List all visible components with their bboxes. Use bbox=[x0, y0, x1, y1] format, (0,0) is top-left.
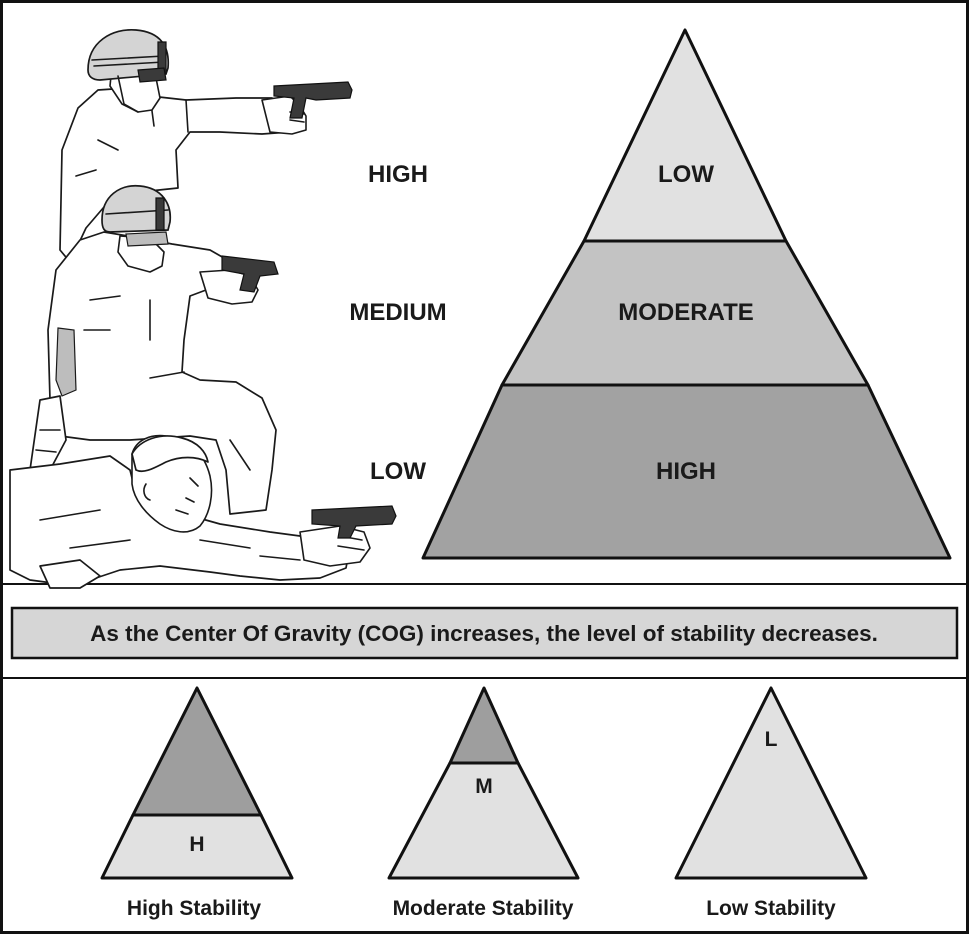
pyramid-bottom-label: HIGH bbox=[656, 458, 716, 485]
small-triangle-moderate: M bbox=[387, 686, 580, 880]
prone-soldier bbox=[9, 434, 397, 589]
caption-low-stability: Low Stability bbox=[706, 897, 836, 920]
small-triangle-high-letter: H bbox=[189, 833, 204, 856]
caption-moderate-stability: Moderate Stability bbox=[393, 897, 574, 920]
standing-soldier bbox=[59, 29, 353, 263]
small-triangle-low: L bbox=[674, 686, 868, 880]
small-triangle-high: H bbox=[100, 686, 294, 880]
caption-high-stability: High Stability bbox=[127, 897, 261, 920]
small-triangle-moderate-cog bbox=[448, 686, 520, 765]
small-triangle-moderate-letter: M bbox=[475, 775, 493, 798]
banner-text: As the Center Of Gravity (COG) increases… bbox=[90, 621, 878, 646]
height-label-high: HIGH bbox=[368, 161, 428, 188]
pyramid-top-label: LOW bbox=[658, 161, 714, 188]
height-label-low: LOW bbox=[370, 458, 426, 485]
banner-box bbox=[10, 606, 959, 660]
small-triangle-high-cog bbox=[131, 686, 263, 817]
height-label-medium: MEDIUM bbox=[349, 299, 446, 326]
kneeling-soldier bbox=[29, 184, 279, 515]
small-triangle-low-base bbox=[674, 686, 868, 880]
pyramid-middle-label: MODERATE bbox=[618, 299, 754, 326]
pyramid-top-tier bbox=[582, 28, 788, 243]
small-triangle-low-letter: L bbox=[765, 728, 778, 751]
soldier-illustration bbox=[9, 29, 397, 589]
stability-pyramid: LOW MODERATE HIGH bbox=[421, 28, 952, 560]
